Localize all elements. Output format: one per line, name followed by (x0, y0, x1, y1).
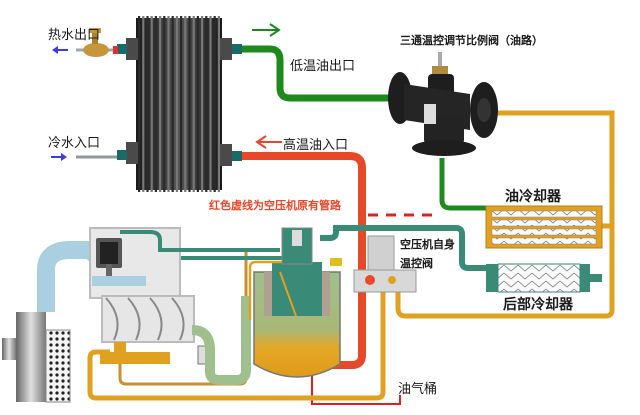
high-temp-oil-direction-arrow-icon (255, 135, 282, 149)
rotor-lobe (127, 297, 141, 341)
hx-fin (154, 16, 157, 192)
air-intake-filter (2, 241, 117, 403)
low-temp-oil-direction-arrow-icon (252, 23, 281, 37)
air-to-aftercooler-pipe (320, 225, 488, 271)
label-oil-gas-tank: 油气桶 (398, 382, 438, 397)
hx-fin (150, 16, 153, 192)
label-compressor-thermo-valve-line2: 温控阀 (400, 257, 433, 270)
hx-fin (171, 16, 174, 192)
label-hot-water-outlet: 热水出口 (48, 28, 101, 43)
hx-fin (213, 16, 216, 192)
hx-fin (217, 16, 220, 192)
hx-port-hot-oil (220, 144, 232, 166)
high-temp-oil-pipe (242, 152, 366, 369)
hx-fin (175, 16, 178, 192)
label-low-temp-oil-outlet: 低温油出口 (290, 59, 356, 74)
hx-fin (196, 16, 199, 192)
label-compressor-thermo-valve-line1: 空压机自身 (400, 238, 455, 251)
hx-fin (205, 16, 208, 192)
rotor-lobe (171, 297, 185, 341)
hx-fin (163, 16, 166, 192)
hx-fin (146, 16, 149, 192)
hx-fin (184, 16, 187, 192)
oil-gas-tank (248, 227, 342, 378)
valve-to-oil-cooler-pipe (439, 158, 488, 211)
hx-fin (138, 16, 141, 192)
label-high-temp-oil-inlet: 高温油入口 (283, 138, 349, 153)
hx-port-hot-water (126, 38, 138, 60)
three-way-valve (388, 52, 498, 156)
inlet-valve-control-line (120, 230, 280, 252)
label-three-way-valve: 三通温控调节比例阀（油路） (400, 34, 543, 47)
low-temp-oil-pipe (242, 45, 392, 102)
rotor-lobe (149, 297, 163, 341)
cold-water-in-arrow-icon (51, 153, 67, 161)
hx-port-low-oil (220, 38, 232, 60)
hx-fin (167, 16, 170, 192)
oil-injection-pipe (87, 282, 386, 401)
hot-water-valve (76, 28, 118, 57)
label-cold-water-inlet: 冷水入口 (48, 136, 101, 151)
hx-fin (209, 16, 212, 192)
hx-fin (201, 16, 204, 192)
rotor-lobe (105, 297, 119, 341)
plate-heat-exchanger (117, 16, 242, 192)
hot-water-out-arrow-icon (52, 46, 68, 54)
hx-fin (188, 16, 191, 192)
label-red-dashed-note: 红色虚线为空压机原有管路 (209, 199, 341, 212)
tank-label-leader-line (311, 372, 401, 405)
after-cooler (486, 263, 602, 293)
label-after-cooler: 后部冷却器 (503, 297, 573, 313)
hx-port-cold-water (126, 142, 138, 164)
hx-fin (180, 16, 183, 192)
label-oil-cooler: 油冷却器 (505, 189, 561, 205)
hx-fin (192, 16, 195, 192)
oil-return-pipe (395, 110, 615, 319)
hx-fin (142, 16, 145, 192)
screw-compressor (89, 227, 251, 385)
hx-fin (159, 16, 162, 192)
oil-cooler (485, 205, 603, 249)
compressor-thermostatic-valve (353, 235, 417, 293)
